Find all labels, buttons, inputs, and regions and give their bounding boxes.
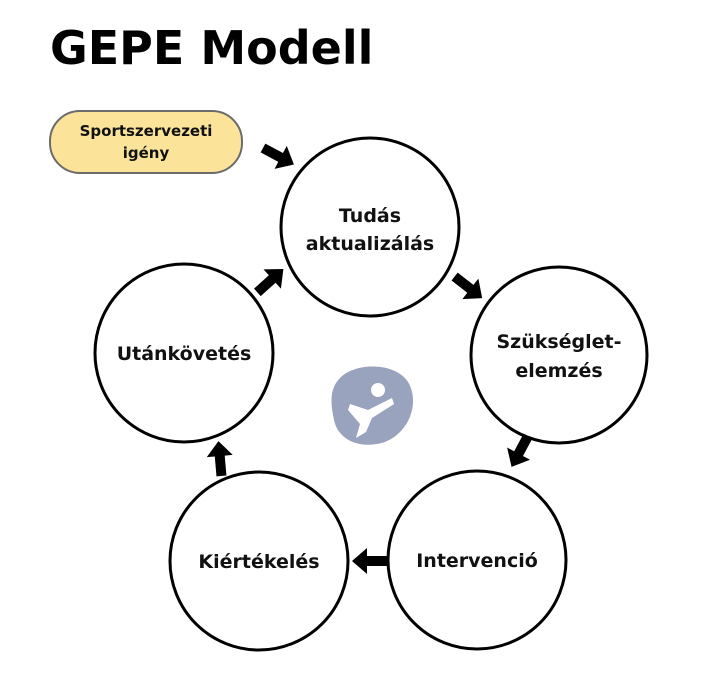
node-tudas-label-line-2: aktualizálás bbox=[306, 233, 434, 255]
node-szukseglet-label-line-2: elemzés bbox=[515, 360, 602, 382]
page-title: GEPE Modell bbox=[50, 21, 373, 75]
source-label-line-2: igény bbox=[123, 144, 170, 162]
node-szukseglet-circle bbox=[469, 265, 649, 445]
arrow-source-to-tudas bbox=[260, 143, 294, 169]
arrow-szukseglet-to-intervencio bbox=[507, 433, 533, 467]
node-szukseglet-label-line-1: Szükséglet- bbox=[496, 331, 621, 353]
arrow-tudas-to-szukseglet bbox=[451, 272, 483, 300]
source-box-shape bbox=[49, 110, 243, 174]
node-tudas-label-line-1: Tudás bbox=[339, 205, 401, 227]
arrow-intervencio-to-kiertekeles bbox=[352, 548, 387, 574]
node-kiertekeles: Kiértékelés bbox=[168, 470, 350, 652]
node-intervencio: Intervenció bbox=[386, 469, 568, 651]
node-kiertekeles-label: Kiértékelés bbox=[198, 551, 319, 573]
arrow-utankovetes-to-tudas bbox=[254, 268, 284, 297]
node-szukseglet: Szükséglet- elemzés bbox=[469, 265, 649, 445]
arrow-kiertekeles-to-utankovetes bbox=[206, 441, 233, 477]
node-intervencio-circle bbox=[386, 469, 568, 651]
node-kiertekeles-circle bbox=[168, 470, 350, 652]
logo-figure-body bbox=[348, 398, 394, 438]
source-box: Sportszervezeti igény bbox=[49, 110, 243, 174]
source-label-line-1: Sportszervezeti bbox=[80, 122, 213, 140]
node-utankovetes: Utánkövetés bbox=[93, 262, 275, 444]
node-intervencio-label: Intervenció bbox=[416, 550, 538, 572]
logo-figure-head bbox=[371, 383, 385, 397]
logo-figure bbox=[348, 383, 394, 438]
node-tudas-circle bbox=[279, 136, 461, 318]
running-figure-logo-icon bbox=[331, 366, 414, 445]
logo-blob-shape bbox=[331, 366, 414, 445]
node-tudas: Tudás aktualizálás bbox=[279, 136, 461, 318]
node-utankovetes-circle bbox=[93, 262, 275, 444]
node-utankovetes-label: Utánkövetés bbox=[117, 343, 252, 365]
